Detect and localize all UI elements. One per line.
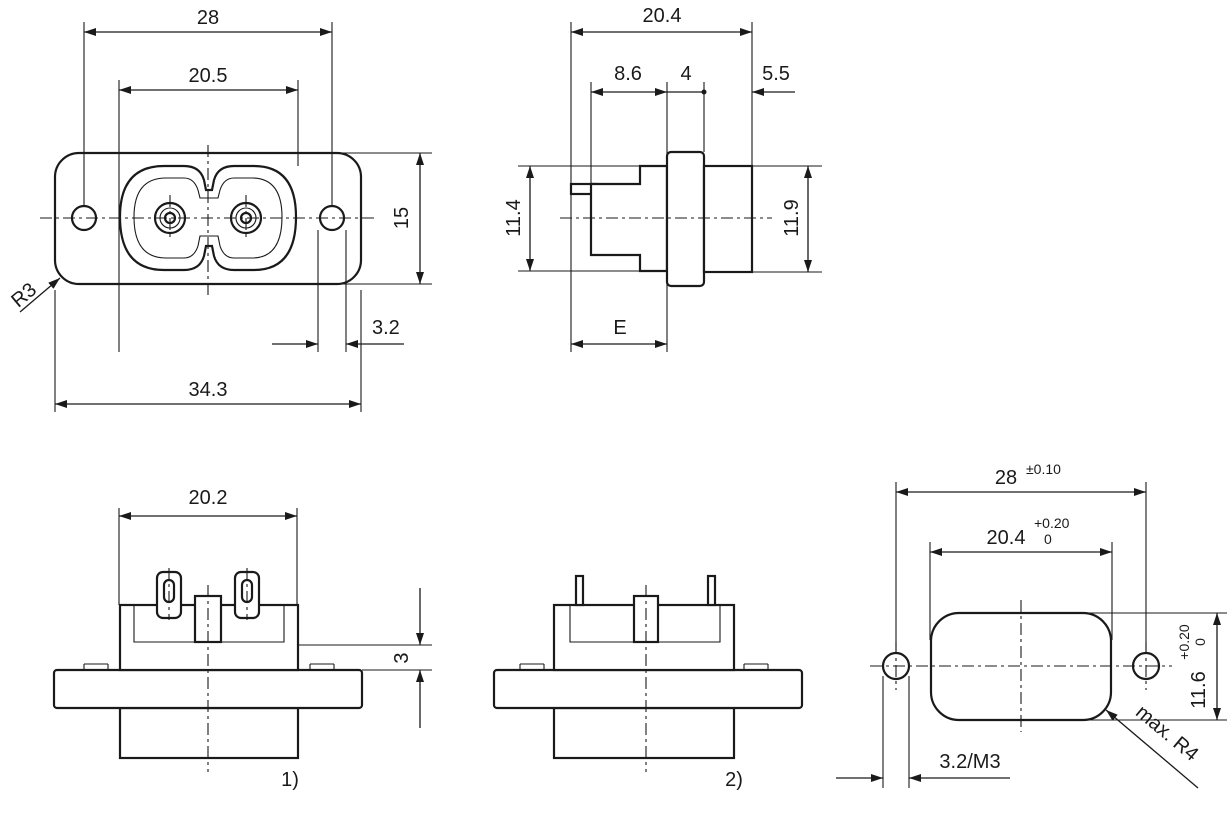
dim-side-front: 5.5 — [762, 63, 790, 85]
front-socket-inner — [133, 177, 283, 259]
dim-side-flange: 4 — [680, 63, 691, 85]
dim-cutout-hole: 3.2/M3 — [939, 751, 1000, 773]
caption-view-1: 1) — [281, 769, 299, 791]
dim-cutout-width: 20.4 — [987, 527, 1026, 549]
dim-cutout-height: 11.6 — [1188, 671, 1210, 708]
front-view: 28 20.5 15 R3 3.2 34.3 — [7, 7, 432, 412]
v2-pin-left — [574, 574, 585, 607]
dim-cutout-hole-spacing-tol: ±0.10 — [1026, 461, 1061, 477]
dim-cutout-height-tol-upper: +0.20 — [1176, 624, 1192, 660]
dim-side-front-height: 11.9 — [781, 199, 803, 236]
dim-v1-pin-spacing: 20.2 — [189, 487, 228, 509]
side-flange — [665, 150, 706, 288]
dim-front-hole: 3.2 — [372, 317, 400, 339]
bottom-view-1: 20.2 3 1) — [52, 487, 432, 791]
side-front-body — [702, 164, 754, 274]
dim-side-rear: 8.6 — [614, 63, 642, 85]
dim-side-total-depth: 20.4 — [643, 5, 682, 27]
dim-cutout-hole-spacing: 28 — [995, 467, 1017, 489]
dim-cutout-height-tol-lower: 0 — [1192, 638, 1208, 646]
panel-cutout: 28 ±0.10 20.4 +0.20 0 11.6 +0.20 0 3.2/M… — [836, 461, 1227, 789]
dim-cutout-corner-radius: max. R4 — [1131, 701, 1202, 766]
v2-flange — [492, 668, 804, 710]
dim-front-flange-width: 34.3 — [189, 379, 228, 401]
dim-front-corner-radius: R3 — [7, 279, 41, 312]
dim-front-height: 15 — [391, 207, 413, 229]
front-socket-opening — [118, 164, 298, 272]
dim-cutout-width-tol-upper: +0.20 — [1034, 515, 1070, 531]
v2-pin-right — [706, 574, 717, 607]
v2-lower-body — [552, 706, 736, 760]
dim-side-rear-height: 11.4 — [503, 199, 525, 236]
bottom-view-2: 2) — [492, 574, 804, 791]
dim-front-inner-width: 20.5 — [189, 65, 228, 87]
dim-v1-pin-height: 3 — [391, 652, 413, 663]
dim-front-total-width: 28 — [197, 7, 219, 29]
side-view: 20.4 8.6 4 5.5 11.4 11.9 E — [503, 5, 822, 352]
v1-lower-body — [118, 706, 300, 760]
dim-side-pin-length: E — [613, 317, 626, 339]
dim-cutout-width-tol-lower: 0 — [1044, 531, 1052, 547]
caption-view-2: 2) — [725, 769, 743, 791]
